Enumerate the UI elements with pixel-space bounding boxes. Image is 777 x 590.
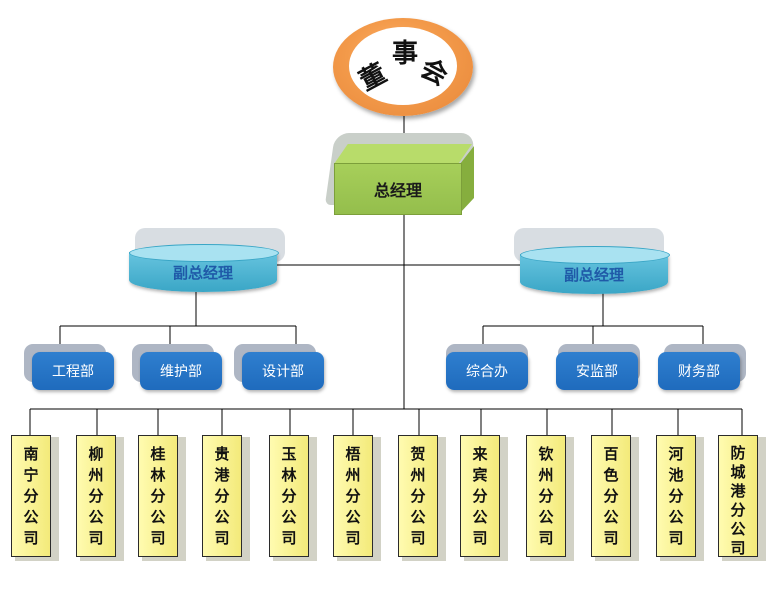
dept-finance: 财务部 (658, 352, 740, 390)
branch-node: 河池分公司 (656, 435, 696, 557)
vp-left-top (129, 244, 279, 262)
branch-node: 柳州分公司 (76, 435, 116, 557)
branch-node: 南宁分公司 (11, 435, 51, 557)
dept-engineering: 工程部 (32, 352, 114, 390)
branch-node: 梧州分公司 (333, 435, 373, 557)
dept-safety: 安监部 (556, 352, 638, 390)
branch-node: 百色分公司 (591, 435, 631, 557)
branch-node: 玉林分公司 (269, 435, 309, 557)
branch-node: 钦州分公司 (526, 435, 566, 557)
gm-side-face (460, 146, 474, 213)
branch-node: 贵港分公司 (202, 435, 242, 557)
vp-right-top (520, 246, 670, 264)
board-char-2: 事 (392, 39, 419, 69)
branch-node: 来宾分公司 (460, 435, 500, 557)
dept-design: 设计部 (242, 352, 324, 390)
branch-node: 贺州分公司 (398, 435, 438, 557)
board-node-center (349, 27, 457, 105)
gm-top-face (334, 144, 472, 164)
dept-admin-office: 综合办 (446, 352, 528, 390)
branch-node: 防城港分公司 (718, 435, 758, 557)
general-manager-node: 总经理 (334, 163, 462, 215)
dept-maintenance: 维护部 (140, 352, 222, 390)
branch-node: 桂林分公司 (138, 435, 178, 557)
